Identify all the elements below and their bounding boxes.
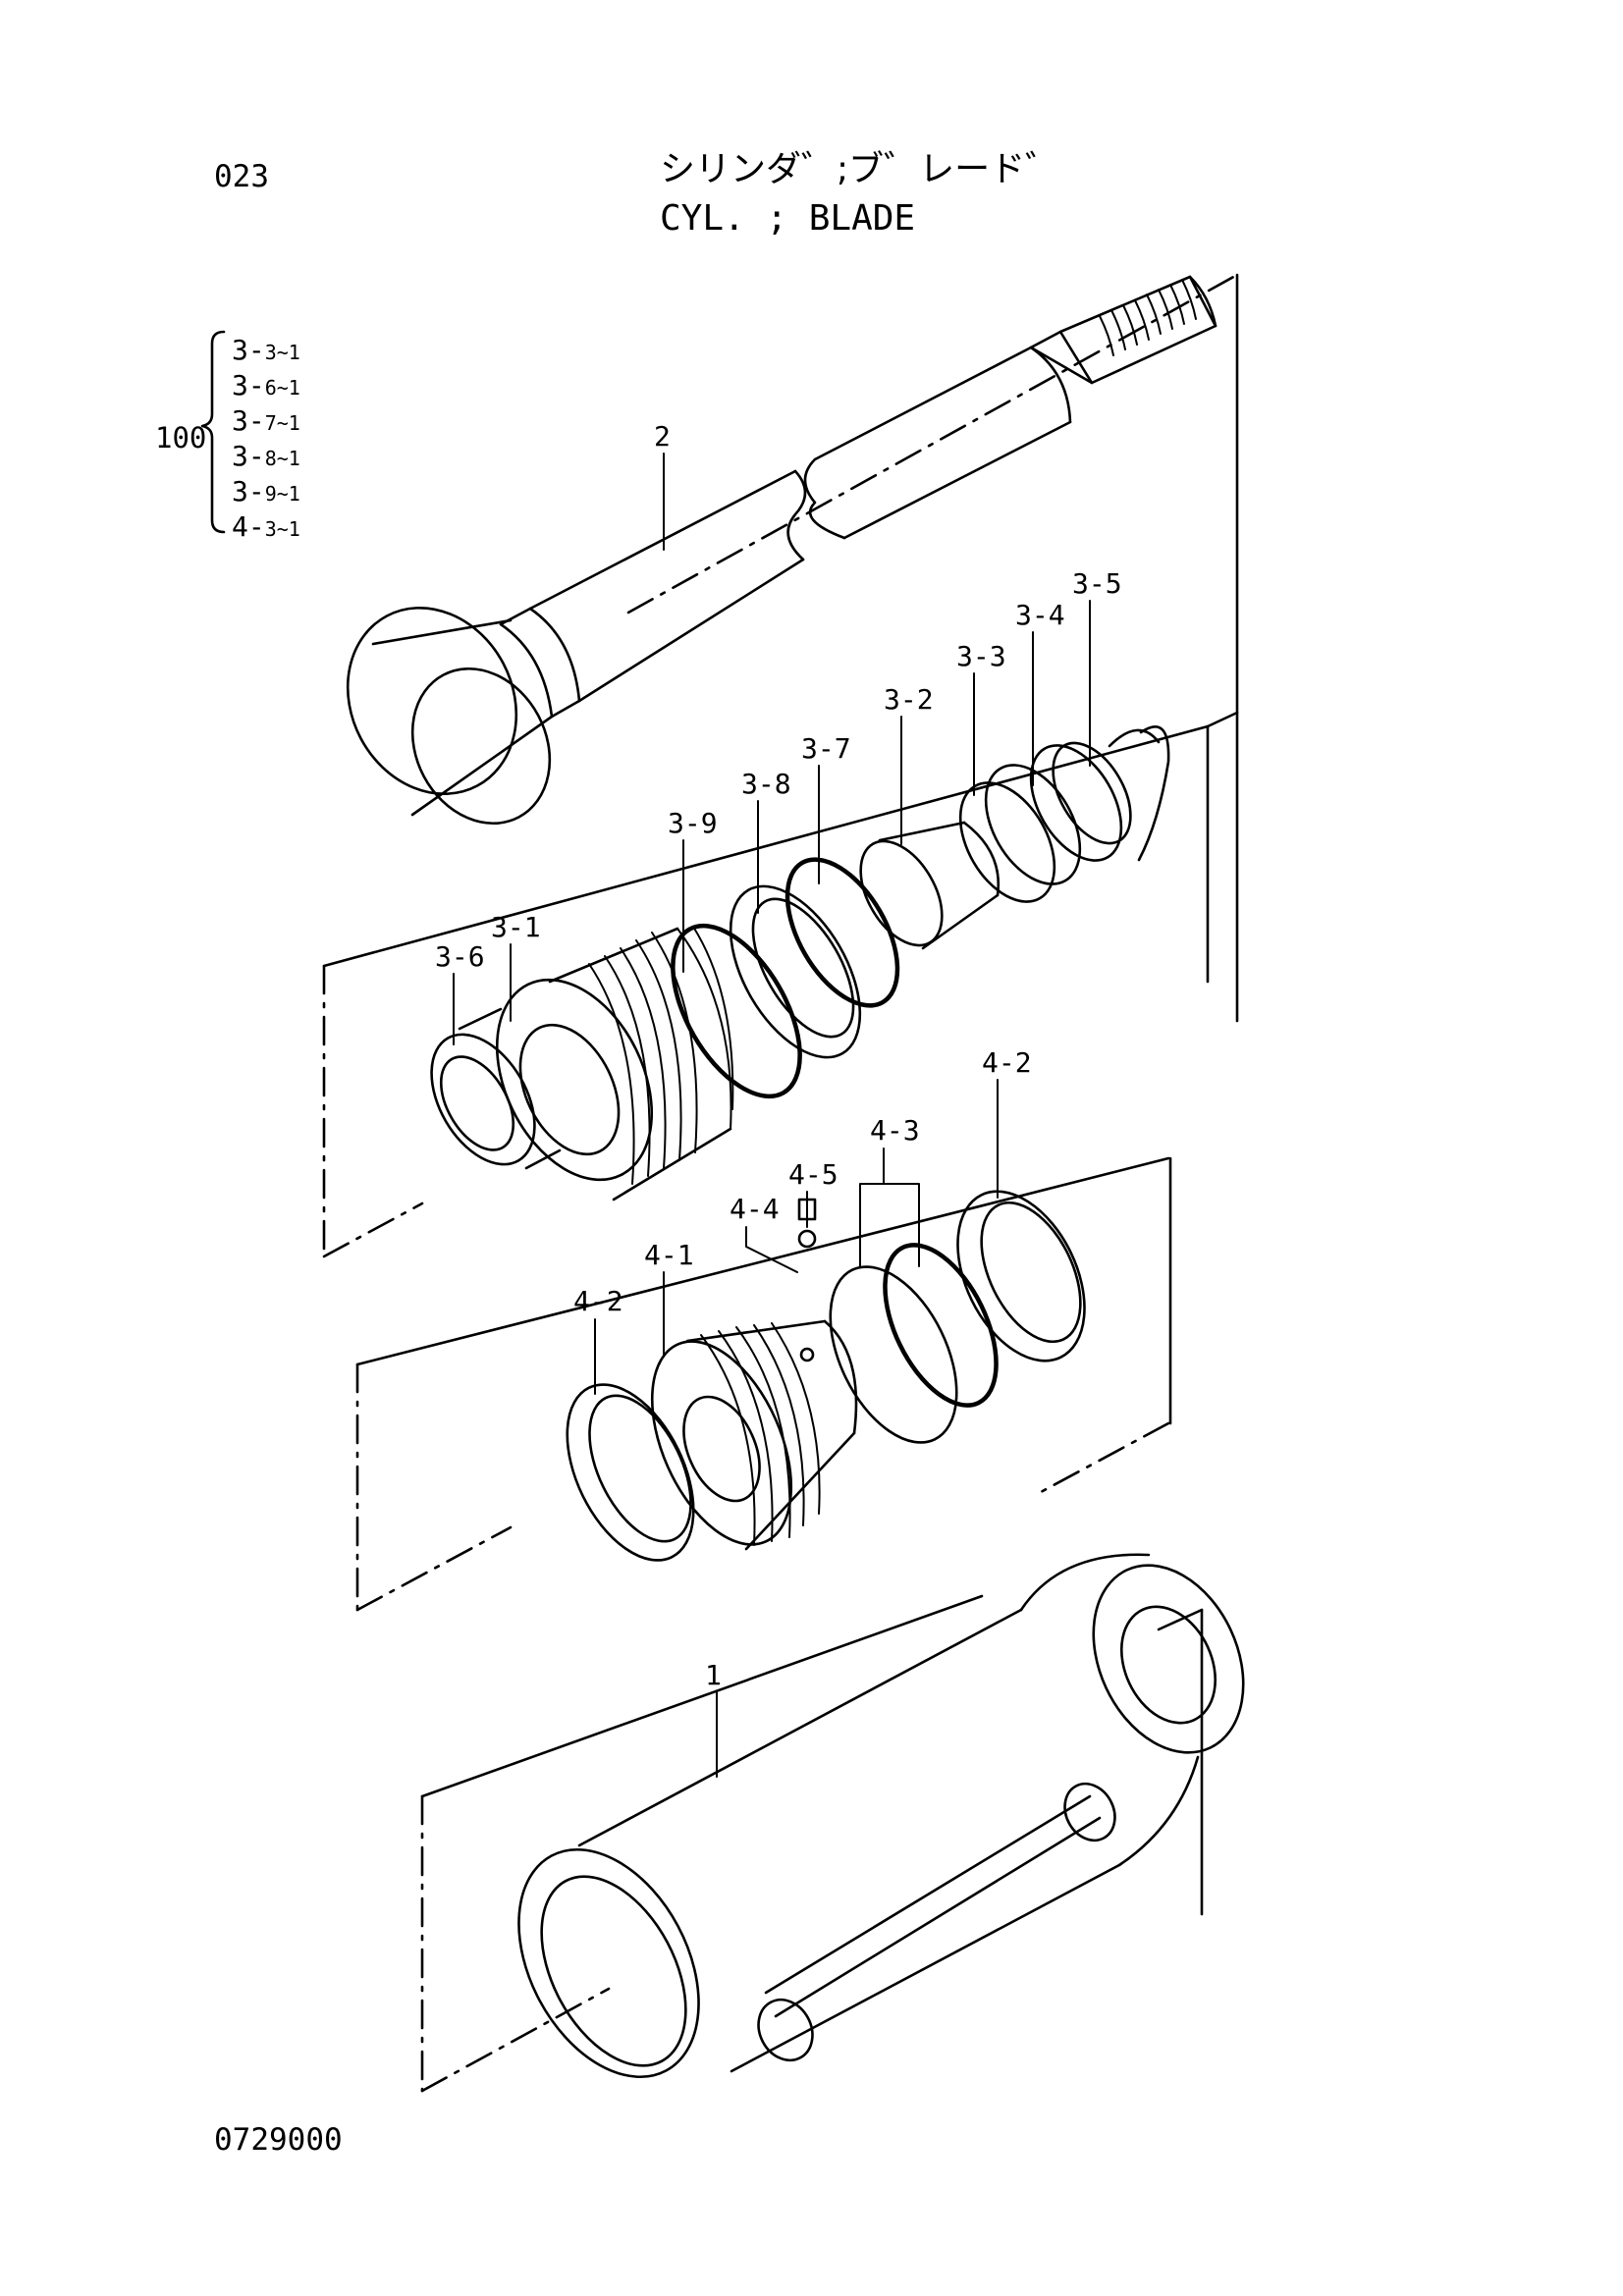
- callout-3-4: 3-4: [1015, 599, 1065, 631]
- callout-4-2-left: 4-2: [573, 1285, 623, 1317]
- callout-4-2-top: 4-2: [982, 1046, 1032, 1079]
- kit-item: 3-7~1: [232, 404, 300, 437]
- piston-group: [322, 273, 1239, 1258]
- callout-3-8: 3-8: [741, 768, 791, 800]
- kit-bracket: [200, 330, 226, 534]
- callout-4-5: 4-5: [788, 1158, 839, 1191]
- kit-item: 3-8~1: [232, 440, 300, 472]
- callout-3-1: 3-1: [491, 911, 541, 943]
- callout-rod: 2: [654, 420, 671, 453]
- callout-3-5: 3-5: [1072, 567, 1122, 600]
- callout-3-6: 3-6: [435, 940, 485, 973]
- callout-4-3: 4-3: [870, 1114, 920, 1147]
- callout-4-1: 4-1: [644, 1239, 694, 1271]
- kit-item: 3-6~1: [232, 369, 300, 401]
- leader-lines: [453, 453, 1091, 1778]
- callout-tube: 1: [705, 1659, 722, 1691]
- callout-3-7: 3-7: [801, 732, 851, 765]
- kit-item: 3-9~1: [232, 475, 300, 507]
- seal-kit-number: 100: [155, 421, 207, 454]
- page-title-japanese: シリンダ゛;ブ゛レード゛: [660, 149, 1061, 189]
- page-number: 023: [214, 159, 269, 194]
- callout-4-4: 4-4: [730, 1193, 780, 1225]
- callout-3-2: 3-2: [884, 683, 934, 716]
- document-code: 0729000: [214, 2122, 343, 2158]
- callout-3-9: 3-9: [668, 807, 718, 839]
- callout-3-3: 3-3: [956, 640, 1006, 672]
- gland-group: [355, 1156, 1172, 1612]
- kit-item: 3-3~1: [232, 334, 300, 366]
- cylinder-tube: [420, 1553, 1245, 2093]
- kit-item: 4-3~1: [232, 510, 300, 543]
- page-title-english: CYL. ; BLADE: [660, 198, 916, 239]
